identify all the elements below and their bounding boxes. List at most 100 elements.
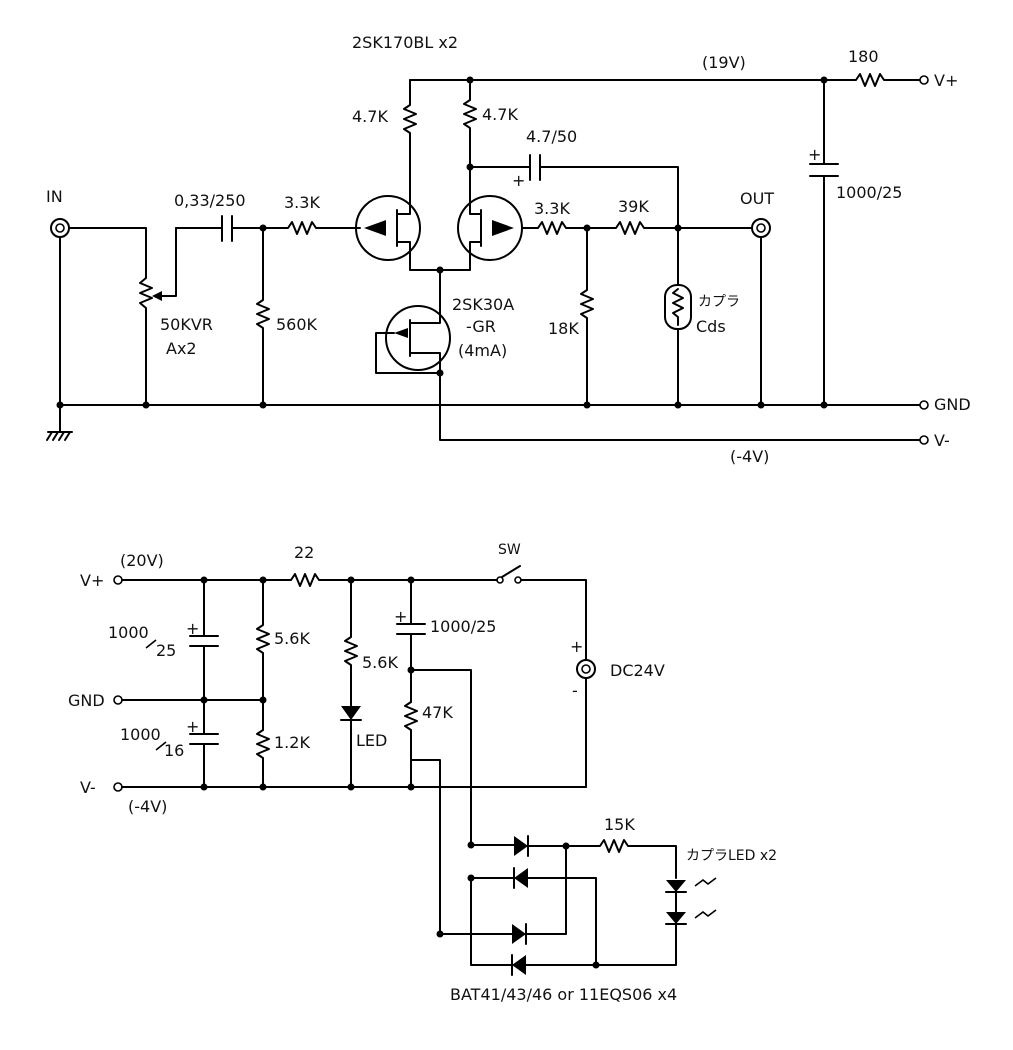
wire — [68, 227, 147, 279]
dc-jack — [576, 659, 596, 679]
led-label: LED — [356, 731, 387, 750]
diode-4 — [512, 955, 526, 975]
gnd-terminal — [919, 400, 929, 410]
diode-3 — [512, 924, 526, 944]
junction-dot — [436, 930, 444, 938]
junction-dot — [674, 401, 682, 409]
psu-vplus-terminal — [113, 575, 123, 585]
junction-dot — [259, 576, 267, 584]
wire — [525, 845, 567, 935]
resistor-4k7-right — [463, 79, 477, 206]
r15k-label: 15K — [604, 815, 635, 834]
psu-v20-label: (20V) — [120, 551, 164, 570]
switch-lever — [501, 565, 521, 578]
psu-vminus-terminal — [113, 782, 123, 792]
resistor-15k — [595, 839, 677, 879]
cap-1000-16-a: 1000 — [120, 725, 161, 744]
jfet-left — [355, 195, 421, 261]
vr-label: 50KVR — [160, 315, 213, 334]
power-supply-circuit: (20V) V+ GND V- (-4V) 22 SW 1000 25 + 10… — [68, 542, 777, 1004]
resistor-47k — [404, 701, 418, 788]
jfet-left-leads — [396, 204, 441, 271]
junction-dot — [200, 783, 208, 791]
pot-wiper — [157, 227, 177, 297]
resistor-1k2 — [256, 729, 270, 788]
gnd-label: GND — [934, 395, 971, 414]
r5k6-divider-label: 5.6K — [274, 629, 310, 648]
potentiometer-50k — [139, 277, 153, 406]
psu-vplus-label: V+ — [80, 571, 104, 590]
resistor-18k — [580, 227, 594, 406]
jfet-ccs — [385, 305, 451, 371]
cap-1000-25-label: 1000/25 — [836, 183, 902, 202]
resistor-180 — [849, 73, 921, 87]
wire — [527, 877, 597, 966]
jfet-ccs-gate-arrow — [394, 328, 408, 338]
capacitor-4u7 — [529, 154, 541, 181]
capacitor-0u33 — [221, 215, 233, 242]
jfet-pair-label: 2SK170BL x2 — [352, 33, 458, 52]
r47k-right-label: 4.7K — [482, 105, 518, 124]
junction-dot — [820, 401, 828, 409]
cap-1000-25-sense-label: 1000/25 — [430, 617, 496, 636]
r3k3-left-label: 3.3K — [284, 193, 320, 212]
junction-dot — [200, 576, 208, 584]
cap-plus-sign: + — [186, 619, 199, 638]
junction-dot — [562, 842, 570, 850]
r18k-label: 18K — [548, 319, 579, 338]
preamp-circuit: 2SK170BL x2 (19V) 180 V+ + 1000/25 4.7K … — [46, 33, 971, 466]
cap-0u33-label: 0,33/250 — [174, 191, 246, 210]
resistor-3k3-right — [521, 221, 588, 235]
vminus-label: V- — [934, 431, 950, 450]
r22-label: 22 — [294, 543, 314, 562]
r180-label: 180 — [848, 47, 879, 66]
output-jack — [751, 218, 771, 238]
vminus-terminal — [919, 435, 929, 445]
jfet-ccs-leads — [375, 269, 441, 374]
input-jack-center — [55, 223, 65, 233]
psu-gnd-label: GND — [68, 691, 105, 710]
psu-gnd-terminal — [113, 695, 123, 705]
dc-jack-center — [581, 664, 591, 674]
coupler-led-2 — [666, 912, 686, 924]
junction-dot — [347, 783, 355, 791]
wire — [410, 759, 441, 935]
junction-dot — [467, 874, 475, 882]
diode-parts-label: BAT41/43/46 or 11EQS06 x4 — [450, 985, 677, 1004]
v19-label: (19V) — [702, 53, 746, 72]
diode-1 — [514, 836, 528, 856]
wire — [470, 877, 513, 966]
junction-dot — [407, 576, 415, 584]
wire — [595, 923, 677, 966]
resistor-560k — [256, 227, 270, 406]
r3k3-right-label: 3.3K — [534, 199, 570, 218]
junction-dot — [142, 401, 150, 409]
jfet-right-gate-arrow — [492, 220, 514, 236]
r39k-label: 39K — [618, 197, 649, 216]
resistor-3k3-left — [262, 221, 361, 235]
r1k2-label: 1.2K — [274, 733, 310, 752]
resistor-5k6-led — [344, 579, 358, 707]
cap-4u7-plus: + — [512, 171, 525, 190]
r47k-left-label: 4.7K — [352, 107, 388, 126]
ccs-current-label: (4mA) — [458, 341, 507, 360]
output-jack-center — [756, 223, 766, 233]
out-label: OUT — [740, 189, 774, 208]
psu-vminus-label: V- — [80, 778, 96, 797]
wire — [539, 166, 679, 229]
resistor-5k6-divider — [256, 579, 270, 731]
fraction-slash — [145, 639, 157, 649]
fraction-slash — [155, 741, 167, 751]
ccs-part-label: 2SK30A — [452, 295, 514, 314]
r5k6-led-label: 5.6K — [362, 653, 398, 672]
sw-label: SW — [498, 542, 521, 558]
ccs-grade-label: -GR — [466, 317, 496, 336]
junction-dot — [407, 783, 415, 791]
jfet-right-leads — [439, 204, 482, 271]
pot-wiper-arrow — [152, 291, 162, 301]
resistor-39k — [586, 221, 679, 235]
cap-plus-sign: + — [394, 607, 407, 626]
junction-dot — [467, 841, 475, 849]
cap-plus-sign: + — [186, 717, 199, 736]
